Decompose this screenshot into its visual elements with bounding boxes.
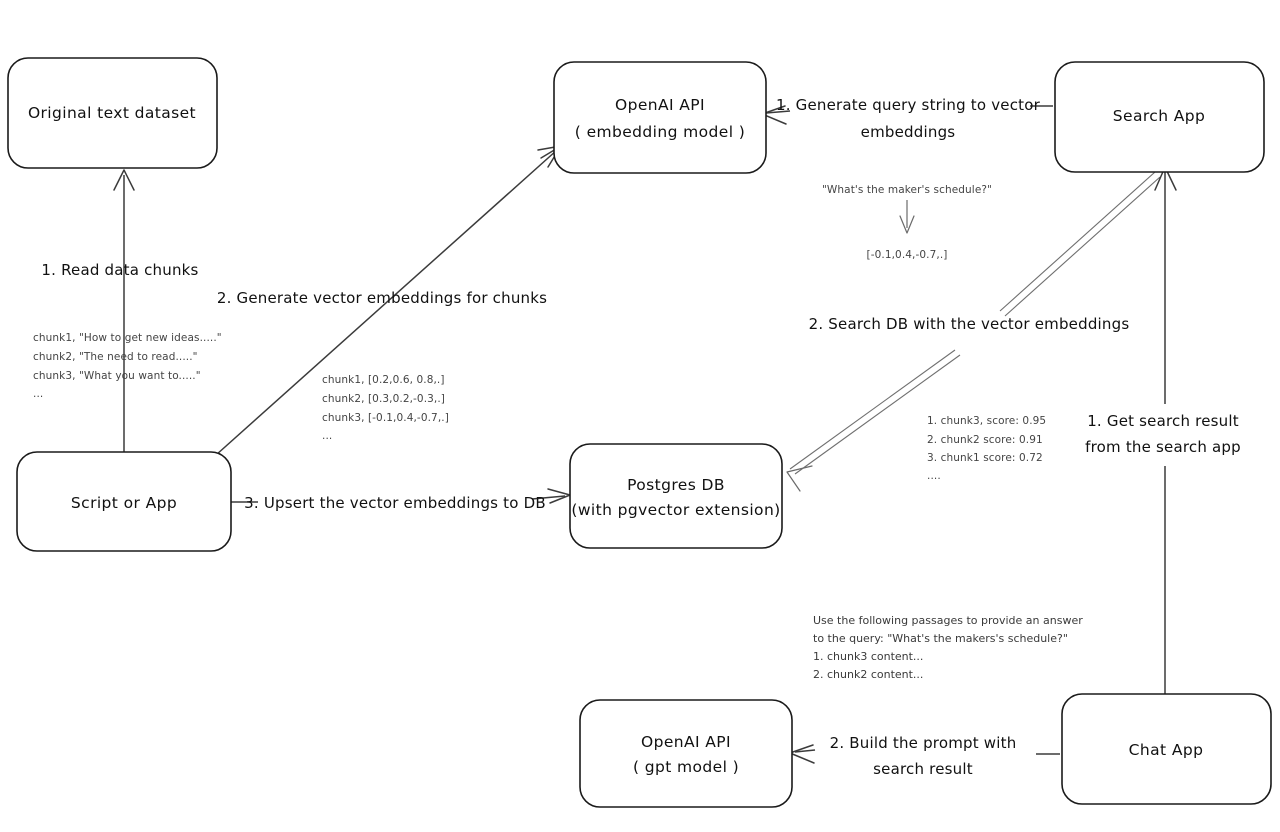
- edge-label-get-search-result-line2: from the search app: [1085, 438, 1241, 456]
- connector-get-search-result: [1154, 166, 1177, 694]
- note-query-example-query: "What's the maker's schedule?": [822, 184, 992, 196]
- note-prompt-sample-line-2: 1. chunk3 content...: [813, 650, 923, 663]
- note-chunk-embeddings-line-2: chunk3, [-0.1,0.4,-0.7,.]: [322, 412, 449, 424]
- edge-label-upsert-to-db: 3. Upsert the vector embeddings to DB: [244, 494, 546, 512]
- note-search-results-line-2: 3. chunk1 score: 0.72: [927, 452, 1043, 464]
- node-script-or-app-label: Script or App: [71, 494, 177, 512]
- node-openai-gpt-api-line2: ( gpt model ): [633, 758, 739, 776]
- note-search-results: 1. chunk3, score: 0.95 2. chunk2 score: …: [927, 415, 1046, 482]
- note-query-example-vector: [-0.1,0.4,-0.7,.]: [867, 249, 948, 261]
- edge-label-generate-query-embeddings-line1: 1. Generate query string to vector: [776, 96, 1041, 114]
- node-openai-gpt-api-line1: OpenAI API: [641, 733, 731, 751]
- node-postgres-db-line1: Postgres DB: [627, 476, 725, 494]
- note-prompt-sample-line-1: to the query: "What's the makers's sched…: [813, 632, 1068, 645]
- node-chat-app[interactable]: Chat App: [1061, 693, 1272, 805]
- node-chat-app-label: Chat App: [1129, 741, 1204, 759]
- note-chunks-sample-line-2: chunk3, "What you want to.....": [33, 370, 201, 382]
- edge-label-generate-query-embeddings-line2: embeddings: [861, 123, 956, 141]
- note-search-results-line-3: ....: [927, 470, 941, 482]
- connector-read-data-chunks: [113, 169, 135, 455]
- note-chunks-sample-line-1: chunk2, "The need to read.....": [33, 351, 198, 363]
- node-script-or-app[interactable]: Script or App: [16, 451, 232, 552]
- edge-label-get-search-result-line1: 1. Get search result: [1087, 412, 1239, 430]
- note-search-results-line-0: 1. chunk3, score: 0.95: [927, 415, 1046, 427]
- node-original-text-dataset-label: Original text dataset: [28, 104, 196, 122]
- connector-upsert-to-db: [231, 488, 571, 504]
- note-chunk-embeddings-line-3: ...: [322, 430, 332, 442]
- note-prompt-sample-line-3: 2. chunk2 content...: [813, 668, 923, 681]
- edge-label-search-db: 2. Search DB with the vector embeddings: [809, 315, 1130, 333]
- connector-search-db: [786, 171, 1161, 492]
- note-prompt-sample-line-0: Use the following passages to provide an…: [813, 614, 1083, 627]
- edge-label-build-prompt-line1: 2. Build the prompt with: [830, 734, 1017, 752]
- node-original-text-dataset[interactable]: Original text dataset: [7, 57, 218, 169]
- node-search-app[interactable]: Search App: [1054, 61, 1265, 173]
- connector-query-to-vector: [899, 200, 915, 234]
- node-search-app-label: Search App: [1113, 107, 1205, 125]
- note-prompt-sample: Use the following passages to provide an…: [813, 614, 1083, 681]
- note-chunks-sample: chunk1, "How to get new ideas....." chun…: [33, 332, 222, 400]
- note-chunks-sample-line-0: chunk1, "How to get new ideas.....": [33, 332, 222, 344]
- note-chunks-sample-line-3: ...: [33, 388, 43, 400]
- connector-build-prompt: [789, 744, 1060, 764]
- edge-label-read-data-chunks: 1. Read data chunks: [41, 261, 198, 279]
- node-openai-embedding-api[interactable]: OpenAI API ( embedding model ): [553, 61, 767, 174]
- node-openai-gpt-api[interactable]: OpenAI API ( gpt model ): [579, 699, 793, 808]
- node-openai-embedding-api-line2: ( embedding model ): [575, 123, 745, 141]
- edge-label-generate-vector-embeddings: 2. Generate vector embeddings for chunks: [217, 289, 547, 307]
- node-postgres-db-line2: (with pgvector extension): [571, 501, 780, 519]
- node-postgres-db[interactable]: Postgres DB (with pgvector extension): [569, 443, 783, 549]
- note-search-results-line-1: 2. chunk2 score: 0.91: [927, 434, 1043, 446]
- note-chunk-embeddings: chunk1, [0.2,0.6, 0.8,.] chunk2, [0.3,0.…: [322, 374, 449, 442]
- node-openai-embedding-api-line1: OpenAI API: [615, 96, 705, 114]
- note-query-example: "What's the maker's schedule?" [-0.1,0.4…: [822, 184, 992, 261]
- note-chunk-embeddings-line-0: chunk1, [0.2,0.6, 0.8,.]: [322, 374, 445, 386]
- note-chunk-embeddings-line-1: chunk2, [0.3,0.2,-0.3,.]: [322, 393, 445, 405]
- edge-label-build-prompt-line2: search result: [873, 760, 973, 778]
